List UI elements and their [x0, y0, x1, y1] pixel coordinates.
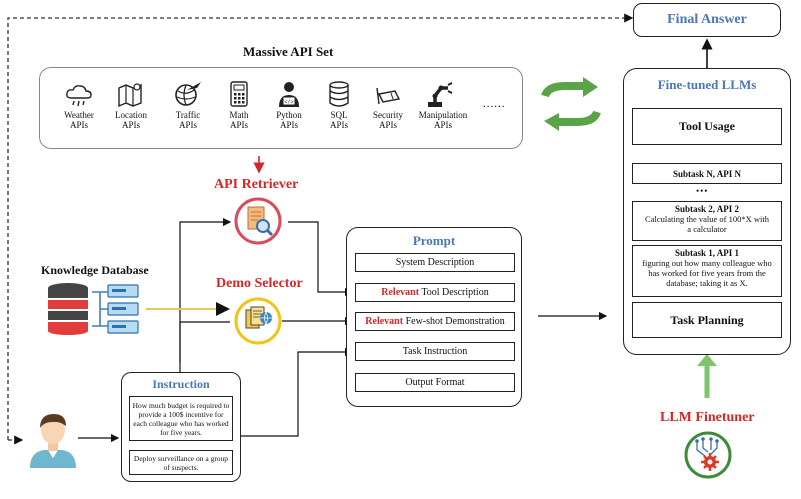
subtask-1-text: figuring out how many colleague who has …	[642, 258, 772, 288]
svg-text:</>: </>	[284, 100, 293, 106]
database-icon	[329, 81, 349, 107]
instruction-to-demo	[179, 321, 230, 362]
cloud-rain-icon	[66, 85, 92, 107]
robot-arm-icon	[428, 82, 453, 107]
api-ellipsis: ......	[483, 98, 506, 110]
instruction-to-task	[240, 347, 354, 437]
instruction-to-retriever	[179, 217, 232, 372]
api-retriever-title: API Retriever	[214, 177, 299, 192]
instruction-example-2: Deploy surveillance on a group of suspec…	[129, 450, 233, 475]
camera-icon	[376, 87, 401, 105]
finetuner-title: LLM Finetuner	[660, 410, 755, 425]
prompt-title: Prompt	[412, 233, 456, 248]
circuit-gear-icon	[684, 431, 732, 479]
document-search-icon	[234, 197, 282, 245]
calculator-icon	[230, 81, 248, 107]
programmer-icon: </>	[279, 82, 299, 107]
prompt-fewshot-demonstration: Relevant Few-shot Demonstration	[355, 312, 515, 331]
sync-icon	[541, 77, 601, 131]
server-database-icon	[48, 283, 139, 335]
demo-selector-title: Demo Selector	[216, 276, 303, 291]
subtask-ellipsis: •••	[696, 186, 709, 196]
retriever-to-tool-desc	[288, 221, 354, 297]
demo-documents-icon	[234, 297, 282, 345]
prompt-system-description: System Description	[355, 253, 515, 272]
massive-api-title: Massive API Set	[243, 44, 334, 59]
subtask-n-box: Subtask N, API N	[632, 163, 782, 184]
final-answer-label: Final Answer	[667, 12, 747, 27]
instruction-title: Instruction	[152, 377, 210, 391]
subtask-2-title: Subtask 2, API 2	[674, 204, 740, 214]
subtask-1-title: Subtask 1, API 1	[674, 248, 740, 258]
llm-title: Fine-tuned LLMs	[657, 77, 757, 92]
dashed-feedback-line	[7, 13, 634, 440]
final-answer-box: Final Answer	[633, 3, 781, 37]
instruction-example-1: How much budget is required to provide a…	[129, 396, 233, 441]
task-planning-box: Task Planning	[632, 302, 782, 338]
subtask-1-box: Subtask 1, API 1 figuring out how many c…	[632, 245, 782, 297]
subtask-2-box: Subtask 2, API 2 Calculating the value o…	[632, 201, 782, 241]
prompt-output-format: Output Format	[355, 373, 515, 392]
tool-usage-box: Tool Usage	[632, 108, 782, 145]
subtask-2-text: Calculating the value of 100*X with a ca…	[645, 214, 769, 234]
plane-globe-icon	[175, 82, 201, 106]
knowledge-db-title: Knowledge Database	[41, 263, 149, 277]
map-icon	[118, 83, 142, 108]
prompt-task-instruction: Task Instruction	[355, 342, 515, 361]
prompt-tool-description: Relevant Tool Description	[355, 283, 515, 302]
user-avatar	[30, 414, 76, 468]
